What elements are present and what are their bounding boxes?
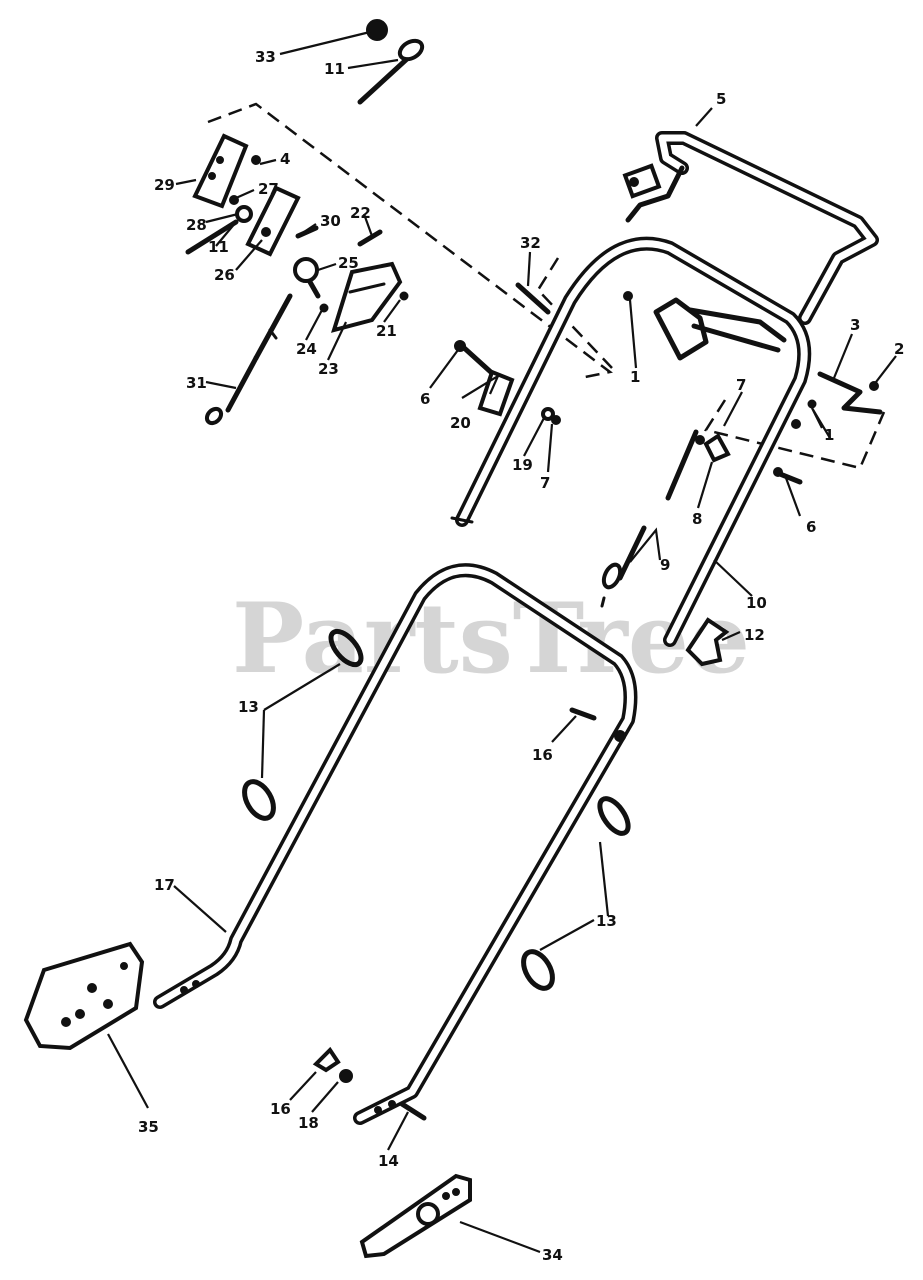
leader-lines (107, 30, 897, 1254)
callout-6-b: 6 (806, 518, 816, 536)
upper-bail-part-5 (622, 131, 879, 325)
callout-20: 20 (450, 414, 471, 432)
bracket-part-34 (359, 1173, 472, 1259)
callout-2: 2 (894, 340, 904, 358)
lower-handle-part-17 (153, 563, 638, 1125)
callout-30: 30 (320, 212, 341, 230)
bracket-part-35 (23, 941, 145, 1051)
bolt-part-16-upper (569, 707, 597, 721)
callout-13-b: 13 (596, 912, 617, 930)
dashed-group-bracket (536, 257, 613, 369)
clip-and-cable-parts (600, 429, 803, 608)
callout-29: 29 (154, 176, 175, 194)
callout-16: 16 (532, 746, 553, 764)
bracket-part-20 (454, 340, 561, 425)
nut-part-33-icon (366, 19, 388, 41)
callout-25: 25 (338, 254, 359, 272)
callout-12: 12 (744, 626, 765, 644)
callout-28: 28 (186, 216, 207, 234)
wing-part-16-lower (312, 1046, 341, 1073)
callout-10: 10 (746, 594, 767, 612)
callout-7-b: 7 (736, 376, 746, 394)
callout-11-b: 11 (208, 238, 229, 256)
callout-32: 32 (520, 234, 541, 252)
dashed-group-right (704, 399, 886, 470)
upper-handle-part-10 (450, 236, 812, 647)
callout-7: 7 (540, 474, 550, 492)
callout-1-b: 1 (824, 426, 834, 444)
callout-11: 11 (324, 60, 345, 78)
callout-35: 35 (138, 1118, 159, 1136)
dashed-group-controls (207, 102, 613, 380)
cable-end-part-11 (357, 38, 425, 105)
callout-5: 5 (716, 90, 726, 108)
control-bracket-part-1 (653, 297, 787, 361)
cable-clip-part-13-d (521, 949, 555, 991)
callout-18: 18 (298, 1114, 319, 1132)
callout-8: 8 (692, 510, 702, 528)
callout-16-b: 16 (270, 1100, 291, 1118)
callout-6: 6 (420, 390, 430, 408)
lever-part-3 (791, 371, 883, 429)
cable-clip-part-13-b (242, 779, 276, 821)
control-assembly (185, 133, 409, 426)
callout-19: 19 (512, 456, 533, 474)
callout-3: 3 (850, 316, 860, 334)
callout-22: 22 (350, 204, 371, 222)
callout-4: 4 (280, 150, 290, 168)
callout-24: 24 (296, 340, 317, 358)
callout-34: 34 (542, 1246, 563, 1264)
bolt-part-14 (399, 1101, 427, 1121)
knob-part-12 (685, 617, 730, 667)
rivet-part-1-icon (623, 291, 633, 301)
callout-13: 13 (238, 698, 259, 716)
callout-labels: 33 11 5 4 29 27 28 11 30 22 26 25 32 1 3… (138, 48, 904, 1264)
callout-27: 27 (258, 180, 279, 198)
callout-33: 33 (255, 48, 276, 66)
cable-clip-part-13-c (597, 796, 631, 836)
cable-clip-part-13-a (328, 628, 364, 668)
callout-17: 17 (154, 876, 175, 894)
callout-1: 1 (630, 368, 640, 386)
washer-part-18-icon (339, 1069, 353, 1083)
callout-23: 23 (318, 360, 339, 378)
callout-14: 14 (378, 1152, 399, 1170)
callout-21: 21 (376, 322, 397, 340)
callout-9: 9 (660, 556, 670, 574)
pin-part-32 (515, 282, 551, 315)
callout-26: 26 (214, 266, 235, 284)
callout-31: 31 (186, 374, 207, 392)
